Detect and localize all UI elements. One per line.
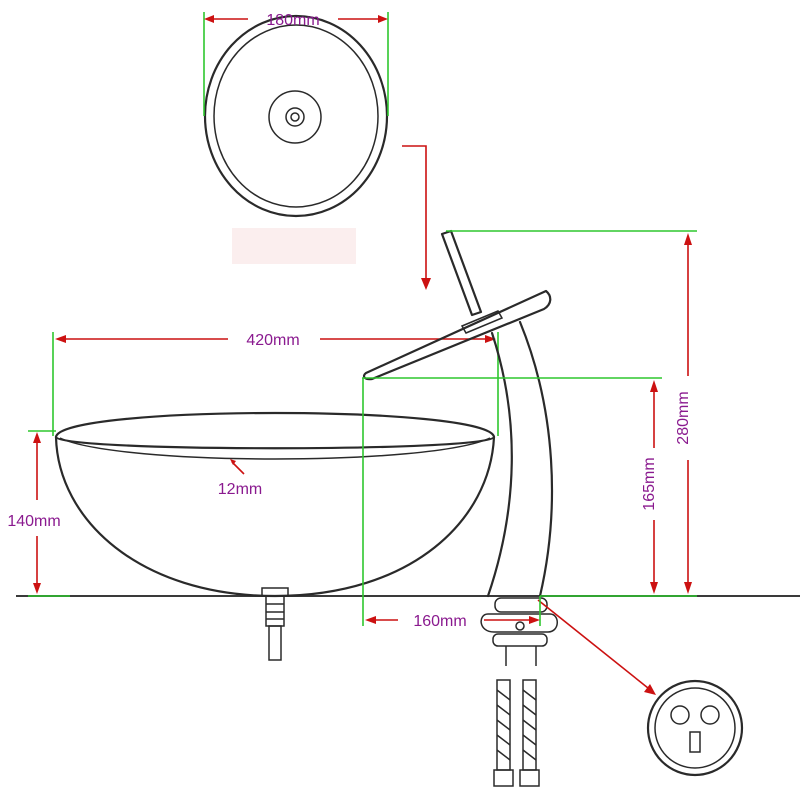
plate-hole-right [700,705,720,725]
dimension-label-280: 280mm [675,391,692,444]
bowl-side-view [54,411,496,661]
arrow-right [485,335,496,343]
bowl-inner-edge [59,437,491,460]
dimension-label-140: 140mm [7,513,60,530]
plate-outer [646,679,744,777]
dimension-280: 280mm [446,230,697,597]
faucet-lever [440,229,483,317]
bowl-rim [54,411,496,450]
dimension-12: 12mm [218,459,262,498]
dimension-160: 160mm [362,378,541,630]
mount-washer-bottom [492,633,548,647]
mount-bracket [480,613,558,633]
dimension-label-420: 420mm [246,332,299,349]
dimension-label-165: 165mm [641,457,658,510]
dimension-165: 165mm [362,377,662,594]
mount-plate-detail [537,599,744,777]
pointer-arrow [421,278,431,290]
bowl-inner-rim [213,24,379,208]
faucet-body-back [518,320,554,598]
plate-inner [654,687,736,769]
callout-arrow [230,459,236,465]
detail-pointer-line [537,599,649,689]
faucet-body-front [486,331,513,598]
hose-nut-left [493,769,514,787]
arrow-bottom [650,582,658,594]
mount-washer-top [494,597,548,613]
faucet-disc-spout [362,289,552,381]
arrow-top [684,233,692,245]
drain-outer-circle [268,90,322,144]
drain-center [290,112,300,122]
hose-braid [496,689,537,761]
dimension-140: 140mm [7,430,70,597]
plate-slot [689,731,701,753]
dimension-label-180: 180mm [266,12,319,29]
top-view-pointer [402,145,431,290]
arrow-left [55,335,66,343]
dimension-label-12: 12mm [218,481,262,498]
drain-hole [285,107,305,127]
arrow-right [378,15,388,23]
faucet-side-view [362,229,554,598]
arrow-left [204,15,214,23]
mount-center-hole [515,621,525,631]
hose-nut-right [519,769,540,787]
arrow-right [529,616,540,624]
pointer-line [402,145,427,278]
plate-hole-left [670,705,690,725]
arrow-bottom [684,582,692,594]
label-smudge [232,228,356,264]
dimension-label-160: 160mm [413,613,466,630]
bowl-outer-rim [203,14,389,218]
arrow-top [33,432,41,443]
drain-body [265,595,285,627]
callout-line [231,461,245,475]
arrow-top [650,380,658,392]
dimension-180: 180mm [203,12,389,116]
faucet-disc-hub [460,310,504,334]
bowl-top-view [203,14,389,264]
faucet-mount-hardware [480,597,558,787]
bowl-body [54,435,496,598]
arrow-bottom [33,583,41,594]
detail-pointer-arrow [644,684,656,695]
drain-tailpiece [268,625,282,661]
arrow-left [365,616,376,624]
